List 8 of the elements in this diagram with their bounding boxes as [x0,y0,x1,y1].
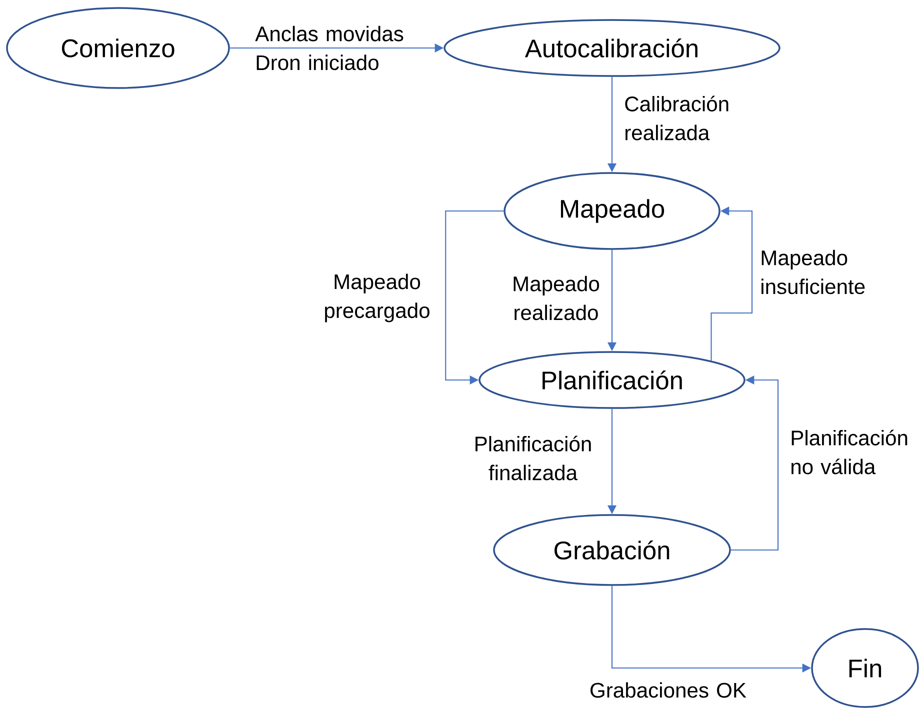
edge-label: Planificación no válida [792,430,908,474]
edge-label: Grabaciones OK [590,682,746,698]
edge-label: Mapeado insuficiente [762,250,865,294]
edge-label: Planificación finalizada [476,436,591,480]
edge-label: Mapeado precargado [325,274,430,322]
edge-label: Mapeado realizado [514,276,600,320]
edge-label: Anclas movidas Dron iniciado [255,26,404,70]
edge-label: Calibración realizada [625,96,728,140]
